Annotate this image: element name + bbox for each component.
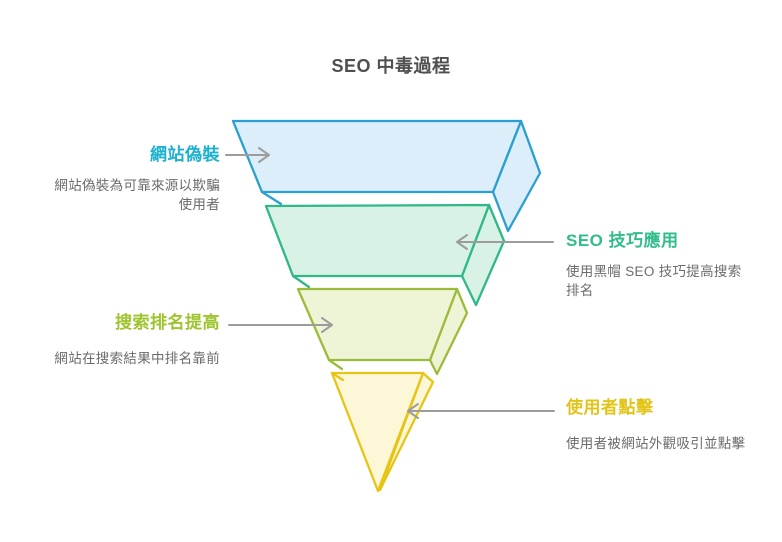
stage-2-label: SEO 技巧應用: [566, 231, 679, 250]
stage-3-fold-line: [327, 358, 344, 371]
arrow-stage-2-head: [456, 234, 468, 250]
arrow-stage-1-head: [258, 147, 270, 163]
arrow-stage-3: [228, 317, 333, 333]
stage-4-fold-line: [330, 371, 345, 382]
stage-4-description: 使用者被網站外觀吸引並點擊: [566, 436, 746, 451]
stage-3-label: 搜索排名提高: [115, 313, 220, 332]
stage-1-description: 網站偽裝為可靠來源以欺騙使用者: [54, 178, 220, 212]
stage-3-description: 網站在搜索結果中排名靠前: [54, 351, 220, 366]
arrow-stage-3-head: [321, 317, 333, 333]
arrow-stage-4: [407, 403, 555, 419]
funnel-stage-1: [231, 119, 542, 233]
arrow-stage-2: [456, 234, 554, 250]
stage-4-label: 使用者點擊: [566, 398, 654, 417]
stage-2-fold-line: [291, 274, 311, 289]
arrow-stage-1: [225, 147, 270, 163]
stage-1-fold-line: [260, 190, 283, 206]
stage-1-front-face: [231, 119, 523, 194]
diagram-title: SEO 中毒過程: [331, 56, 451, 76]
stage-1-label: 網站偽裝: [150, 145, 220, 164]
stage-3-front-face: [296, 287, 459, 362]
stage-4-front-face: [330, 371, 425, 493]
funnel-stage-4: [330, 371, 435, 493]
stage-2-description: 使用黑帽 SEO 技巧提高搜索排名: [566, 264, 742, 298]
funnel-stage-2: [264, 203, 506, 307]
funnel-stage-3: [296, 287, 469, 376]
stage-2-front-face: [264, 203, 491, 278]
arrow-stage-4-head: [407, 403, 419, 419]
